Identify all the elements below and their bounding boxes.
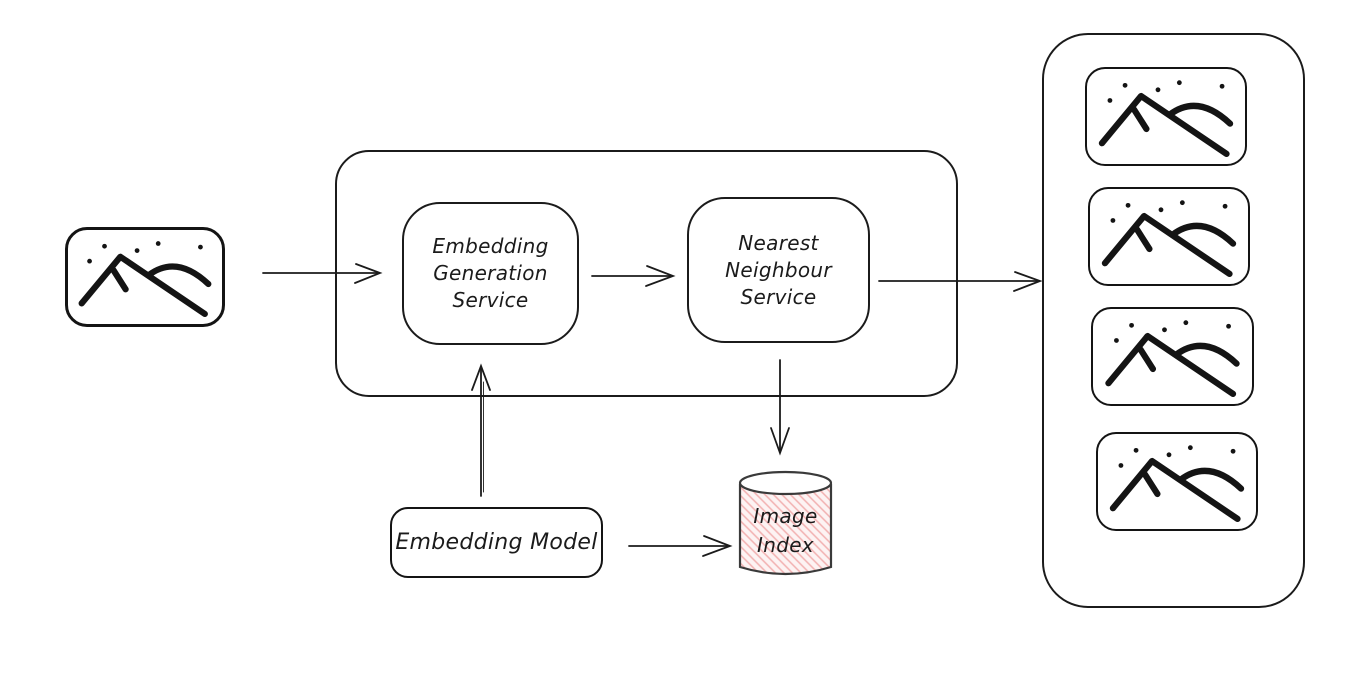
embedding-model-node: Embedding Model	[390, 507, 603, 578]
embedding-model-label: Embedding Model	[395, 530, 598, 555]
results-panel	[1042, 33, 1305, 608]
embedding-generation-service-label: Embedding Generation Service	[432, 233, 548, 314]
arrow-nns-to-index	[770, 359, 790, 456]
label-line: Index	[757, 533, 814, 557]
arrow-model-to-egs	[471, 363, 491, 497]
result-thumbnail-2	[1088, 187, 1250, 286]
label-line: Generation	[433, 261, 548, 285]
label-line: Embedding	[432, 234, 549, 258]
result-thumbnail-1	[1085, 67, 1247, 166]
result-thumbnail-3	[1091, 307, 1254, 406]
arrow-pipeline-to-results	[878, 271, 1043, 292]
arrow-egs-to-nns	[591, 265, 676, 287]
nearest-neighbour-service-node: Nearest Neighbour Service	[687, 197, 870, 343]
result-thumbnail-4	[1096, 432, 1258, 531]
label-line: Image	[753, 504, 818, 528]
mountain-sketch-icon	[1090, 189, 1248, 284]
mountain-sketch-icon	[1087, 69, 1245, 164]
database-cylinder-icon	[738, 470, 833, 576]
arrow-model-to-index	[628, 535, 733, 557]
label-line: Nearest	[738, 230, 819, 255]
label-line: Service	[452, 288, 529, 312]
image-index-label: Image Index	[737, 502, 834, 560]
image-index-node: Image Index	[737, 468, 834, 582]
embedding-generation-service-node: Embedding Generation Service	[402, 202, 579, 345]
arrow-query-to-pipeline	[262, 263, 383, 284]
mountain-sketch-icon	[68, 230, 222, 324]
label-line: Service	[740, 284, 817, 309]
nearest-neighbour-service-label: Nearest Neighbour Service	[725, 230, 832, 311]
mountain-sketch-icon	[1098, 434, 1256, 529]
query-image-node	[65, 227, 225, 327]
mountain-sketch-icon	[1093, 309, 1252, 404]
label-line: Neighbour	[725, 257, 832, 282]
